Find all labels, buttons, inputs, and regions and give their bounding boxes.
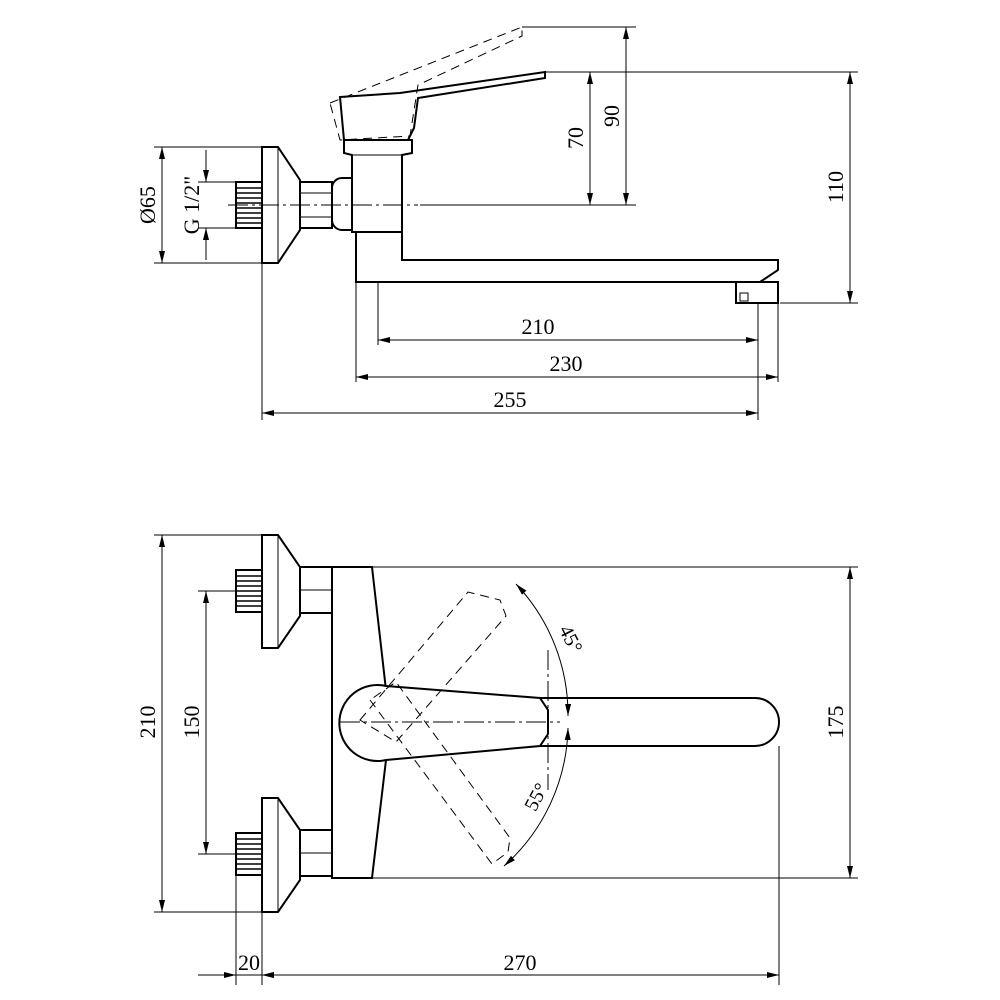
dim-150-label: 150 — [179, 706, 204, 739]
lever-top — [338, 684, 549, 762]
dim-270: 270 — [262, 950, 779, 978]
dim-20: 20 — [198, 950, 262, 975]
dim-90: 90 — [599, 27, 629, 205]
dim-90-label: 90 — [599, 105, 624, 127]
dim-175-label: 175 — [823, 706, 848, 739]
dim-175: 175 — [823, 567, 853, 878]
dim-150: 150 — [179, 591, 209, 854]
dim-255-label: 255 — [494, 387, 527, 412]
spout-side — [355, 231, 779, 304]
connector-top-upper — [235, 534, 333, 649]
side-view: 70 90 110 Ø65 G 1/2" 210 230 255 — [135, 26, 858, 420]
dim-210-top: 210 — [135, 535, 165, 912]
lever-rotated-45-dashed — [359, 591, 507, 743]
dim-thread-label: G 1/2" — [179, 176, 204, 234]
mixer-body-side — [343, 139, 413, 233]
top-view: 45° 55° 210 150 175 — [135, 534, 858, 985]
dim-110: 110 — [823, 72, 853, 303]
dim-255: 255 — [262, 387, 758, 416]
dim-diameter-65: Ø65 — [135, 147, 165, 263]
dim-thread: G 1/2" — [179, 150, 209, 260]
dim-70: 70 — [563, 72, 593, 205]
spout-top — [539, 697, 780, 747]
dim-110-label: 110 — [823, 171, 848, 203]
dim-230: 230 — [356, 351, 778, 380]
dim-230-label: 230 — [550, 351, 583, 376]
extension-lines-top — [154, 534, 858, 985]
dim-210-side: 210 — [378, 314, 758, 343]
lever-side — [338, 70, 546, 141]
dim-210-side-label: 210 — [522, 314, 555, 339]
connector-top-lower — [235, 797, 333, 913]
dim-20-label: 20 — [238, 950, 260, 975]
dim-diameter-65-label: Ø65 — [135, 186, 160, 224]
dim-270-label: 270 — [504, 950, 537, 975]
angle-45-label: 45° — [554, 622, 586, 657]
extension-lines-side — [154, 26, 858, 420]
lever-raised-dashed — [329, 26, 523, 141]
dim-70-label: 70 — [563, 127, 588, 149]
dim-210-top-label: 210 — [135, 706, 160, 739]
